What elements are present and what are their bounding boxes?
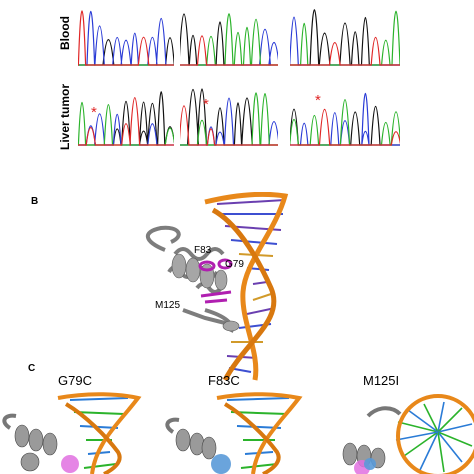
trace-A <box>78 102 174 146</box>
trace-G <box>78 91 174 146</box>
trace-G <box>78 37 174 66</box>
panel-letter-c: C <box>28 363 36 374</box>
trace-T <box>290 37 400 66</box>
structure-f83c <box>165 392 303 474</box>
mutation-marker-1: * <box>91 104 97 121</box>
trace-A <box>290 10 400 66</box>
residue-label-g79: G79 <box>225 259 244 270</box>
variant-label-f83c: F83C <box>208 373 240 388</box>
trace-A <box>180 92 278 146</box>
trace-G <box>180 13 278 66</box>
chromatogram-tumor-3 <box>290 92 400 146</box>
chromatogram-tumor-1 <box>78 91 174 146</box>
mutation-marker-3: * <box>315 92 321 109</box>
chromatogram-blood-1 <box>78 10 174 66</box>
panel-letter-b: B <box>31 196 39 207</box>
variant-label-g79c: G79C <box>58 373 92 388</box>
protein-dna-structure <box>146 192 289 382</box>
residue-label-f83: F83 <box>194 245 212 256</box>
trace-T <box>78 10 174 66</box>
trace-T <box>78 97 174 146</box>
trace-C <box>180 28 278 66</box>
mutation-marker-2: * <box>203 96 209 113</box>
row-label-liver-tumor: Liver tumor <box>58 83 72 150</box>
trace-G <box>290 9 400 66</box>
trace-C <box>290 92 400 146</box>
row-label-blood: Blood <box>58 16 72 50</box>
structure-m125i <box>342 394 474 474</box>
trace-C <box>290 16 400 66</box>
trace-T <box>290 108 400 146</box>
trace-G <box>290 106 400 146</box>
trace-C <box>78 11 174 66</box>
trace-G <box>180 88 278 146</box>
trace-T <box>180 35 278 66</box>
trace-A <box>290 99 400 146</box>
chromatogram-blood-3 <box>290 9 400 66</box>
chromatogram-tumor-2 <box>180 88 278 146</box>
chromatogram-blood-2 <box>180 13 278 66</box>
structure-g79c <box>2 392 142 474</box>
residue-label-m125: M125 <box>155 300 181 311</box>
trace-T <box>180 105 278 146</box>
variant-label-m125i: M125I <box>363 373 400 388</box>
